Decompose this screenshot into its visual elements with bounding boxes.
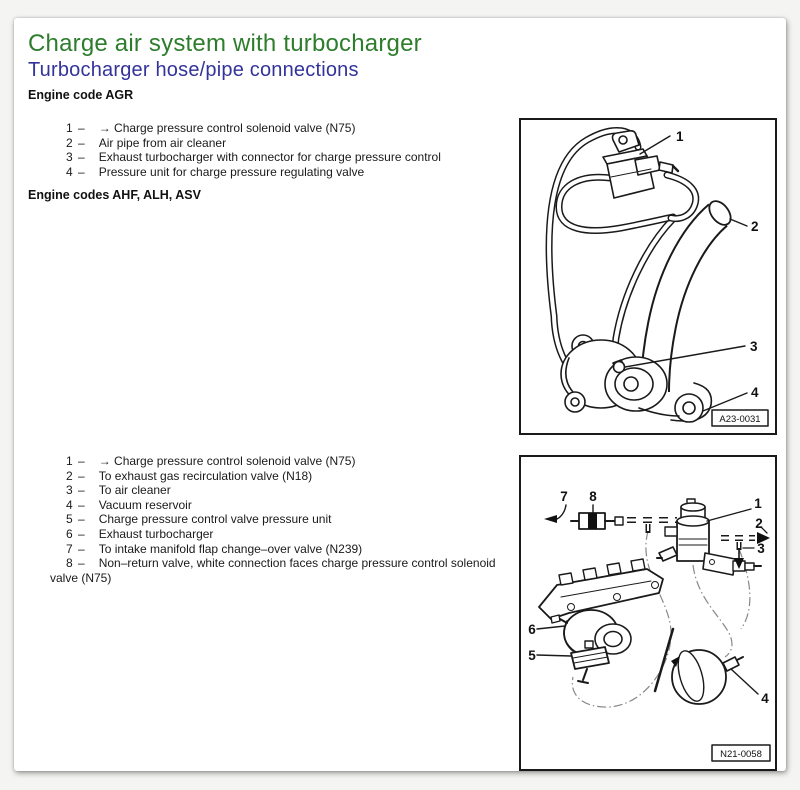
callout-number-2: 2 [751, 219, 759, 234]
list-item: 2–To exhaust gas recirculation valve (N1… [50, 469, 524, 484]
item-number: 6 [66, 526, 73, 541]
list-item: 7–To intake manifold flap change–over va… [50, 542, 524, 557]
section-heading-engine-codes-ahf-alh-asv: Engine codes AHF, ALH, ASV [28, 188, 201, 202]
item-text: Air pipe from air cleaner [98, 135, 227, 150]
item-number: 2 [66, 468, 73, 483]
figure-id: A23-0031 [719, 414, 760, 425]
item-text: To intake manifold flap change–over valv… [98, 541, 363, 556]
legend-list-agr: 1–→ Charge pressure control solenoid val… [50, 121, 524, 179]
item-dash: – [78, 526, 85, 541]
item-text: To air cleaner [98, 483, 171, 498]
item-text: Non–return valve, white connection faces… [50, 556, 496, 585]
section-heading-engine-code-agr: Engine code AGR [28, 88, 134, 102]
callout-number-1: 1 [754, 496, 762, 511]
page-title: Charge air system with turbocharger [28, 30, 422, 57]
list-item: 2–Air pipe from air cleaner [50, 136, 524, 151]
item-dash: – [78, 150, 85, 165]
list-item: 4–Pressure unit for charge pressure regu… [50, 165, 524, 180]
dashed-hose-run [721, 535, 755, 550]
dashed-hose-run [627, 517, 677, 533]
item-number: 7 [66, 541, 73, 556]
item-text: → Charge pressure control solenoid valve… [98, 121, 356, 135]
non-return-valve [570, 504, 624, 530]
item-text: Vacuum reservoir [98, 497, 192, 512]
item-dash: – [78, 483, 85, 498]
item-text: → Charge pressure control solenoid valve… [98, 454, 356, 468]
turbocharger-body [560, 334, 713, 423]
callout-number-6: 6 [528, 622, 536, 637]
hose-lines [545, 126, 642, 386]
figure-id-box: A23-0031 [711, 409, 769, 427]
item-dash: – [78, 164, 85, 179]
diagram-art-ahf: 7 8 1 2 3 6 5 4 N21-0058 [528, 489, 771, 762]
arrow-left-icon [544, 504, 567, 523]
list-item: 5–Charge pressure control valve pressure… [50, 512, 524, 527]
list-item: 4–Vacuum reservoir [50, 498, 524, 513]
item-dash: – [78, 556, 85, 571]
item-text: Pressure unit for charge pressure regula… [98, 164, 365, 179]
item-number: 8 [66, 556, 73, 571]
item-number: 3 [66, 150, 73, 165]
callout-number-7: 7 [560, 489, 568, 504]
list-item: 8–Non–return valve, white connection fac… [50, 556, 524, 585]
arrow-down-icon [734, 547, 755, 569]
item-text: Exhaust turbocharger [98, 526, 214, 541]
callout-number-2: 2 [755, 516, 763, 531]
diagram-art-agr: 1 2 3 4 A23-0031 [545, 126, 769, 427]
list-item: 1–→ Charge pressure control solenoid val… [50, 121, 524, 136]
item-dash: – [78, 512, 85, 527]
callout-number-4: 4 [761, 691, 769, 706]
callout-number-1: 1 [676, 129, 684, 144]
solenoid-valve [602, 130, 680, 199]
legend-list-ahf-alh-asv: 1–→ Charge pressure control solenoid val… [50, 454, 524, 585]
arrow-right-icon [757, 526, 770, 544]
item-text: Charge pressure control valve pressure u… [98, 512, 332, 527]
callout-number-3: 3 [757, 541, 765, 556]
page-subtitle: Turbocharger hose/pipe connections [28, 59, 359, 81]
item-dash: – [78, 468, 85, 483]
item-number: 2 [66, 135, 73, 150]
figure-id-box: N21-0058 [711, 744, 771, 762]
item-number: 1 [66, 454, 73, 468]
callout-number-8: 8 [589, 489, 597, 504]
item-text: To exhaust gas recirculation valve (N18) [98, 468, 313, 483]
item-number: 1 [66, 121, 73, 135]
document-page: Charge air system with turbocharger Turb… [14, 18, 786, 771]
list-item: 3–Exhaust turbocharger with connector fo… [50, 150, 524, 165]
item-dash: – [78, 454, 85, 468]
diagram-turbocharger-agr: 1 2 3 4 A23-0031 [519, 118, 777, 435]
vacuum-reservoir [653, 627, 744, 705]
item-number: 4 [66, 497, 73, 512]
diagram-hose-schematic-ahf-alh-asv: 7 8 1 2 3 6 5 4 N21-0058 [519, 455, 777, 771]
item-dash: – [78, 135, 85, 150]
callout-leader-lines [624, 135, 748, 412]
callout-leader-line [706, 508, 752, 522]
exhaust-manifold [538, 558, 664, 620]
pressure-unit [570, 640, 610, 684]
figure-id: N21-0058 [720, 749, 762, 760]
item-text: Exhaust turbocharger with connector for … [98, 150, 441, 165]
item-number: 5 [66, 512, 73, 527]
list-item: 3–To air cleaner [50, 483, 524, 498]
list-item: 1–→ Charge pressure control solenoid val… [50, 454, 524, 469]
item-dash: – [78, 497, 85, 512]
callout-number-4: 4 [751, 385, 759, 400]
item-number: 4 [66, 164, 73, 179]
item-dash: – [78, 121, 85, 135]
item-number: 3 [66, 483, 73, 498]
list-item: 6–Exhaust turbocharger [50, 527, 524, 542]
callout-number-5: 5 [528, 648, 536, 663]
callout-number-3: 3 [750, 339, 758, 354]
item-dash: – [78, 541, 85, 556]
callout-leader-lines [536, 625, 759, 695]
hose-routing-lines [571, 530, 751, 708]
